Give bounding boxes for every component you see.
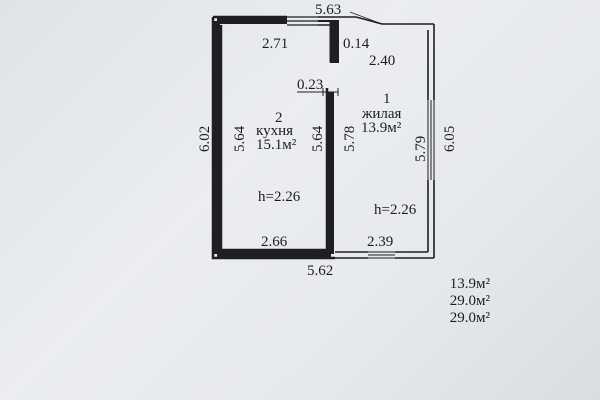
dim-partition-mid: 0.23 — [297, 77, 323, 93]
dim-left-outer: 6.02 — [197, 126, 213, 152]
living-bottom-wall — [335, 251, 434, 259]
top-window — [287, 16, 318, 26]
dim-right-outer: 6.05 — [442, 126, 458, 152]
dim-living-left-inner: 5.78 — [342, 126, 358, 152]
room-2-number: 2 — [275, 110, 283, 126]
walls — [211, 11, 435, 260]
partition-top-fill — [329, 20, 339, 63]
dim-living-bottom-inner: 2.39 — [367, 234, 393, 250]
partition-mid-ticks — [297, 88, 339, 96]
right-window — [427, 100, 435, 180]
total-living-area: 13.9м² — [449, 276, 490, 292]
room-2-height: h=2.26 — [258, 189, 301, 205]
bottom-window — [368, 251, 395, 259]
room-2-area: 15.1м² — [256, 137, 297, 153]
dim-kitchen-left-inner: 5.64 — [232, 125, 248, 152]
dim-kitchen-top-inner: 2.71 — [262, 36, 288, 52]
dim-kitchen-right-inner: 5.64 — [310, 125, 326, 152]
right-wall — [427, 24, 435, 258]
total-area: 29.0м² — [449, 310, 490, 326]
room-1-name: жилая — [361, 106, 402, 122]
dim-bottom-outer: 5.62 — [307, 263, 333, 279]
room-1-height: h=2.26 — [374, 202, 417, 218]
dim-top-outer: 5.63 — [315, 2, 341, 18]
area-totals: 13.9м² 29.0м² 29.0м² — [410, 276, 490, 327]
dim-living-top-inner: 2.40 — [369, 53, 395, 69]
room-1-area: 13.9м² — [361, 120, 402, 136]
total-general-area: 29.0м² — [449, 293, 490, 309]
leader-line — [349, 11, 383, 25]
dim-partition-top: 0.14 — [343, 36, 370, 52]
kitchen-outer-wall — [211, 15, 335, 260]
dim-living-right-inner: 5.79 — [413, 136, 429, 162]
room-1-number: 1 — [383, 91, 391, 107]
room-2-name: кухня — [256, 123, 293, 139]
dim-kitchen-bottom-inner: 2.66 — [261, 234, 288, 250]
